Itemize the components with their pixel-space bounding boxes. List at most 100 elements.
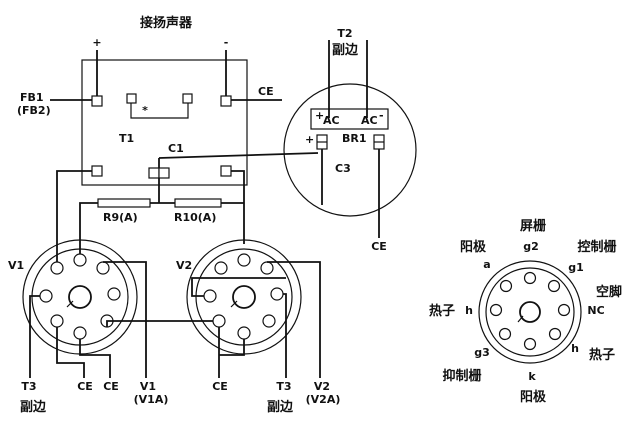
t1-to-v2-wire — [231, 170, 245, 244]
ce-label-2: CE — [103, 380, 119, 393]
c1-wire-to-c3 — [158, 152, 319, 159]
heater-left-label: 热子 — [429, 303, 455, 319]
h-right-pin-label: h — [571, 342, 579, 355]
pinout-pin — [523, 271, 537, 285]
v1-pins — [39, 253, 121, 340]
anode-label: 阳极 — [460, 239, 487, 255]
ac-minus-label: AC — [361, 114, 378, 127]
g2-pin-label: g2 — [523, 240, 539, 253]
terminal-inner-left — [126, 93, 137, 104]
r10-label: R10(A) — [174, 211, 216, 224]
v2-pin — [203, 289, 217, 303]
ac-plus-label: AC — [323, 114, 340, 127]
pinout-socket-outer — [478, 260, 582, 364]
v1-pin-to-t3-wire — [29, 295, 40, 378]
v1-tube-label: V1 — [8, 259, 24, 272]
pinout-pin — [547, 279, 561, 293]
fb1-label: FB1 — [20, 91, 44, 104]
speaker-plus-label: + — [92, 36, 101, 49]
t3-right-label: T3 — [276, 380, 291, 393]
v1-pin — [73, 253, 87, 267]
v1-pin — [96, 261, 110, 275]
r9-label: R9(A) — [103, 211, 138, 224]
v1-bottom-label: V1 — [140, 380, 156, 393]
v1-ce-wire-a — [56, 327, 85, 378]
t3-left-label: T3 — [21, 380, 36, 393]
v1-pin — [73, 326, 87, 340]
t2-label: T2 — [337, 27, 352, 40]
v2-pin — [262, 314, 276, 328]
v2-pin — [237, 253, 251, 267]
pinout-pin — [489, 303, 503, 317]
a-pin-label: a — [483, 258, 490, 271]
nc-pin-label: NC — [587, 304, 604, 317]
v2-pin — [237, 326, 251, 340]
pinout-pin — [498, 327, 512, 341]
ce-cap-label: CE — [371, 240, 387, 253]
c3-label: C3 — [335, 162, 351, 175]
ac-plus-sign: + — [315, 109, 324, 122]
pinout-pin — [523, 337, 537, 351]
speaker-title: 接扬声器 — [140, 15, 193, 31]
c3-can — [283, 83, 417, 217]
v2-pin — [214, 261, 228, 275]
v1-pin — [50, 314, 64, 328]
k-pin-label: k — [528, 370, 536, 383]
v2-pin — [260, 261, 274, 275]
v2-pin — [212, 314, 226, 328]
fb2-label: (FB2) — [17, 104, 51, 117]
h-left-pin-label: h — [465, 304, 473, 317]
terminal-bottom-right — [220, 165, 232, 177]
v2-grid-wire — [267, 261, 321, 378]
pinout-center-hole — [519, 301, 541, 323]
ce-label-3: CE — [212, 380, 228, 393]
pinout-socket-inner — [485, 267, 575, 357]
v2-center-hole — [232, 285, 256, 309]
terminal-inner-right — [182, 93, 193, 104]
v2-key — [230, 300, 238, 308]
resistor-r9 — [97, 198, 151, 208]
pinout-pins — [489, 271, 571, 351]
star-mark: * — [142, 104, 148, 117]
empty-pin-label: 空脚 — [596, 284, 622, 300]
r9-to-v1-wire — [79, 202, 98, 250]
pinout-pin — [499, 279, 513, 293]
ac-minus-sign: - — [379, 109, 384, 122]
v2-tube-label: V2 — [176, 259, 192, 272]
speaker-minus-label: - — [224, 36, 229, 49]
c1-terminal-right — [158, 167, 170, 179]
ce-label-1: CE — [77, 380, 93, 393]
resistor-r10 — [174, 198, 222, 208]
br1-bridge — [310, 108, 389, 130]
t1-to-v1-wire — [56, 170, 92, 268]
transformer-board — [81, 59, 248, 186]
c1-terminal-left — [148, 167, 160, 179]
pinout-pin — [557, 303, 571, 317]
v1-key — [66, 300, 74, 308]
t2-secondary-label: 副边 — [332, 43, 359, 58]
v1-ce-wire-b — [79, 339, 111, 378]
v1-grid-wire — [103, 261, 147, 378]
v1-pin — [107, 287, 121, 301]
v2-pin — [270, 287, 284, 301]
suppressor-grid-label: 抑制栅 — [442, 368, 481, 384]
heater-right-label: 热子 — [589, 347, 615, 363]
v2a-label: (V2A) — [306, 393, 341, 406]
v2-pins — [203, 253, 284, 340]
t1-label: T1 — [119, 132, 134, 145]
control-grid-label: 控制栅 — [577, 239, 616, 255]
v2-bottom-label: V2 — [314, 380, 330, 393]
pinout-key — [517, 315, 524, 323]
c1-label: C1 — [168, 142, 184, 155]
v1-to-v2-link — [106, 320, 213, 327]
terminal-speaker-minus — [220, 95, 232, 107]
g3-pin-label: g3 — [474, 346, 490, 359]
v2-to-t3-wire — [283, 293, 287, 378]
v1-pin — [50, 261, 64, 275]
secondary-right-label: 副边 — [267, 400, 294, 415]
pinout-pin — [548, 327, 562, 341]
v1a-label: (V1A) — [134, 393, 169, 406]
secondary-left-label: 副边 — [20, 400, 47, 415]
br1-label: BR1 — [342, 132, 367, 145]
